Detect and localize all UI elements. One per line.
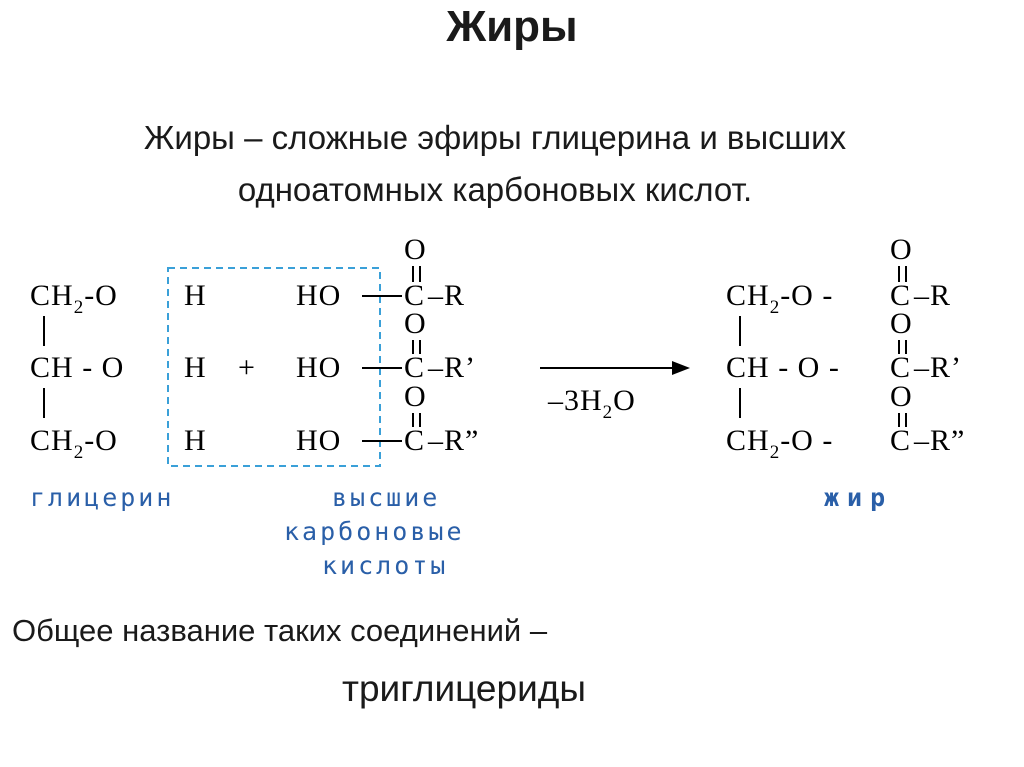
acids-label-line-2: карбоновые — [284, 517, 465, 546]
acid-r-3: –R” — [427, 424, 479, 457]
glycerol-row-2: CH - O — [30, 351, 124, 384]
glycerol-label: глицерин — [30, 483, 174, 512]
fat-carbonyl-o-2: O — [890, 307, 913, 340]
triglycerides-term: триглицериды — [342, 668, 586, 709]
definition-line-2: одноатомных карбоновых кислот. — [237, 171, 753, 208]
plus-sign: + — [238, 351, 256, 384]
glycerol-formula: CH2-O H CH - O H CH2-O H — [30, 279, 207, 463]
fat-carbon-1: C — [890, 279, 911, 312]
acid-r-1: –R — [427, 279, 465, 312]
fat-r-3: –R” — [913, 424, 965, 457]
acid-carbonyl-o-1: O — [404, 233, 427, 266]
fat-carbonyl-o-1: O — [890, 233, 913, 266]
definition-text: Жиры – сложные эфиры глицерина и высших … — [30, 112, 960, 216]
acid-r-2: –R’ — [427, 351, 476, 384]
arrow-head-icon — [672, 361, 690, 375]
water-elimination-box — [167, 267, 381, 467]
glycerol-h-2: H — [184, 351, 207, 384]
reaction-condition: –3H2O — [547, 384, 636, 423]
fat-r-2: –R’ — [913, 351, 962, 384]
fat-row-2: CH - O - — [726, 351, 840, 384]
general-name-text: Общее название таких соединений – — [12, 613, 548, 648]
fat-row-3: CH2-O - — [726, 424, 833, 463]
acid-carbonyl-o-2: O — [404, 307, 427, 340]
page-title: Жиры — [446, 2, 578, 51]
acid-carbon-1: C — [404, 279, 425, 312]
acids-label-line-3: кислоты — [322, 551, 448, 580]
fat-carbonyl-o-3: O — [890, 380, 913, 413]
acids-formula: O HO C –R O HO C –R’ O HO C –R” — [296, 233, 479, 457]
acid-ho-2: HO — [296, 351, 341, 384]
acid-carbonyl-o-3: O — [404, 380, 427, 413]
glycerol-row-3: CH2-O — [30, 424, 118, 463]
fat-row-1: CH2-O - — [726, 279, 833, 318]
acid-carbon-3: C — [404, 424, 425, 457]
esterification-reaction: CH2-O H CH - O H CH2-O H + O HO C –R O H… — [30, 233, 965, 580]
fat-r-1: –R — [913, 279, 951, 312]
glycerol-row-1: CH2-O — [30, 279, 118, 318]
fat-carbon-3: C — [890, 424, 911, 457]
glycerol-h-3: H — [184, 424, 207, 457]
acid-ho-1: HO — [296, 279, 341, 312]
glycerol-h-1: H — [184, 279, 207, 312]
definition-line-1: Жиры – сложные эфиры глицерина и высших — [143, 119, 847, 156]
fat-formula: CH2-O - O C –R CH - O - O C –R’ CH2-O - … — [726, 233, 965, 463]
fat-carbon-2: C — [890, 351, 911, 384]
acids-label-line-1: высшие — [332, 483, 440, 512]
reaction-arrow: –3H2O — [540, 361, 690, 423]
acid-carbon-2: C — [404, 351, 425, 384]
fat-label: жир — [824, 483, 893, 512]
acid-ho-3: HO — [296, 424, 341, 457]
